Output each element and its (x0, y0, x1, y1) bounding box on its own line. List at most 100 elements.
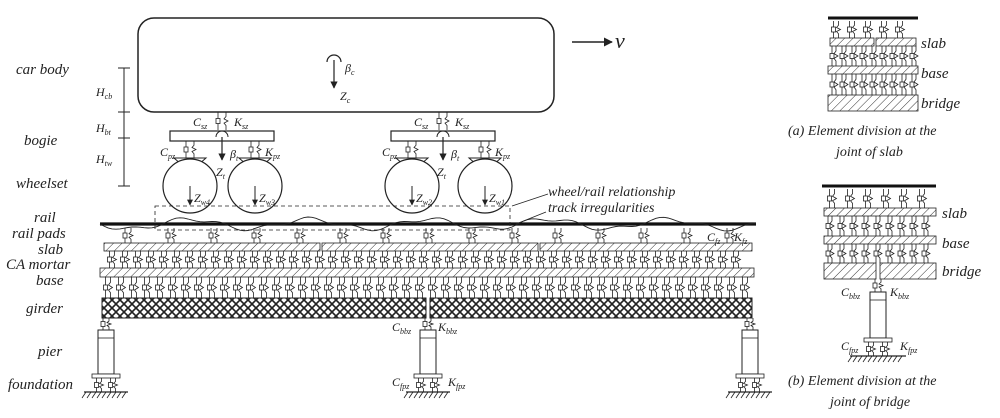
damper-box (837, 250, 843, 257)
damper-box (422, 321, 428, 327)
spring-coil (835, 21, 842, 38)
spring-coil (215, 251, 222, 268)
damper-box (692, 256, 697, 263)
bogie-pitch-arc (436, 130, 450, 138)
damper-box (493, 284, 498, 291)
spring-coil (883, 46, 889, 66)
damper-box (298, 284, 303, 291)
damper-box (552, 232, 558, 239)
spring-coil (432, 277, 439, 298)
damper-box (849, 81, 855, 88)
track-irregularity-curve (99, 216, 757, 232)
spring-damper (506, 277, 517, 298)
spring-damper (285, 277, 296, 298)
inset-b-ground-hatch (887, 355, 893, 363)
ground-hatch (413, 391, 419, 399)
spring-coil (644, 251, 651, 268)
spring-coil (293, 251, 300, 268)
damper-box (133, 256, 138, 263)
spring-damper (146, 251, 157, 268)
spring-damper (872, 279, 885, 292)
damper-box (688, 284, 693, 291)
ground-hatch (433, 391, 439, 399)
spring-damper (519, 277, 530, 298)
damper-box (168, 284, 173, 291)
ground-hatch (765, 391, 771, 399)
damper-box (272, 284, 277, 291)
damper-box (405, 146, 411, 153)
label-base: base (36, 273, 64, 289)
spring-coil (592, 251, 599, 268)
spring-damper (367, 251, 378, 268)
damper-box (116, 284, 121, 291)
inset-b-ground-hatch (872, 355, 878, 363)
spring-damper (328, 251, 339, 268)
spring-damper (422, 318, 435, 330)
spring-coil (889, 244, 895, 263)
spring-coil (742, 378, 749, 392)
spring-damper (466, 228, 478, 243)
damper-box (506, 284, 511, 291)
spring-damper (837, 244, 847, 263)
damper-box (430, 382, 435, 388)
spring-coil (315, 277, 322, 298)
spring-damper (103, 277, 114, 298)
ground-hatch (408, 391, 414, 399)
spring-coil (829, 244, 835, 263)
spring-coil (176, 251, 183, 268)
spring-coil (354, 277, 361, 298)
damper-box (294, 232, 300, 239)
spring-coil (913, 216, 919, 236)
car-body-motion (326, 54, 342, 89)
spring-coil (410, 251, 417, 268)
spring-coil (831, 189, 838, 208)
beta-c-label: βc (344, 61, 355, 77)
inset-a-caption-line1: (a) Element division at the (788, 124, 937, 139)
damper-box (731, 256, 736, 263)
spring-damper (558, 277, 569, 298)
spring-coil (527, 251, 534, 268)
spring-coil (731, 277, 738, 298)
ground-hatch (96, 391, 102, 399)
spring-damper (879, 46, 889, 66)
spring-coil (549, 277, 556, 298)
spring-damper (899, 189, 910, 208)
spring-damper (480, 277, 491, 298)
damper-box (467, 284, 472, 291)
damper-box (484, 256, 489, 263)
damper-box (94, 382, 99, 388)
spring-damper (454, 277, 465, 298)
damper-box (897, 250, 903, 257)
damper-box (532, 284, 537, 291)
spring-coil (540, 251, 547, 268)
spring-damper (879, 74, 889, 95)
spring-damper (831, 21, 842, 38)
spring-damper (889, 46, 899, 66)
damper-box (246, 284, 251, 291)
damper-box (879, 53, 885, 59)
spring-damper (337, 277, 348, 298)
damper-box (549, 256, 554, 263)
damper-box (825, 223, 831, 229)
spring-damper (248, 141, 262, 158)
damper-box (595, 232, 601, 239)
inset-b-ground-hatch (862, 355, 868, 363)
velocity-label: v (615, 28, 625, 53)
spring-damper (899, 74, 909, 95)
spring-coil (124, 251, 131, 268)
damper-box (454, 284, 459, 291)
spring-coil (172, 277, 179, 298)
spring-damper (441, 277, 452, 298)
spring-coil (159, 277, 166, 298)
spring-coil (488, 251, 495, 268)
damper-box (337, 284, 342, 291)
spring-coil (877, 244, 883, 263)
spring-coil (254, 251, 261, 268)
spring-coil (150, 251, 157, 268)
spring-coil (730, 228, 736, 243)
damper-box (899, 195, 904, 202)
damper-box (653, 256, 658, 263)
damper-box (315, 256, 320, 263)
spring-damper (869, 74, 879, 95)
